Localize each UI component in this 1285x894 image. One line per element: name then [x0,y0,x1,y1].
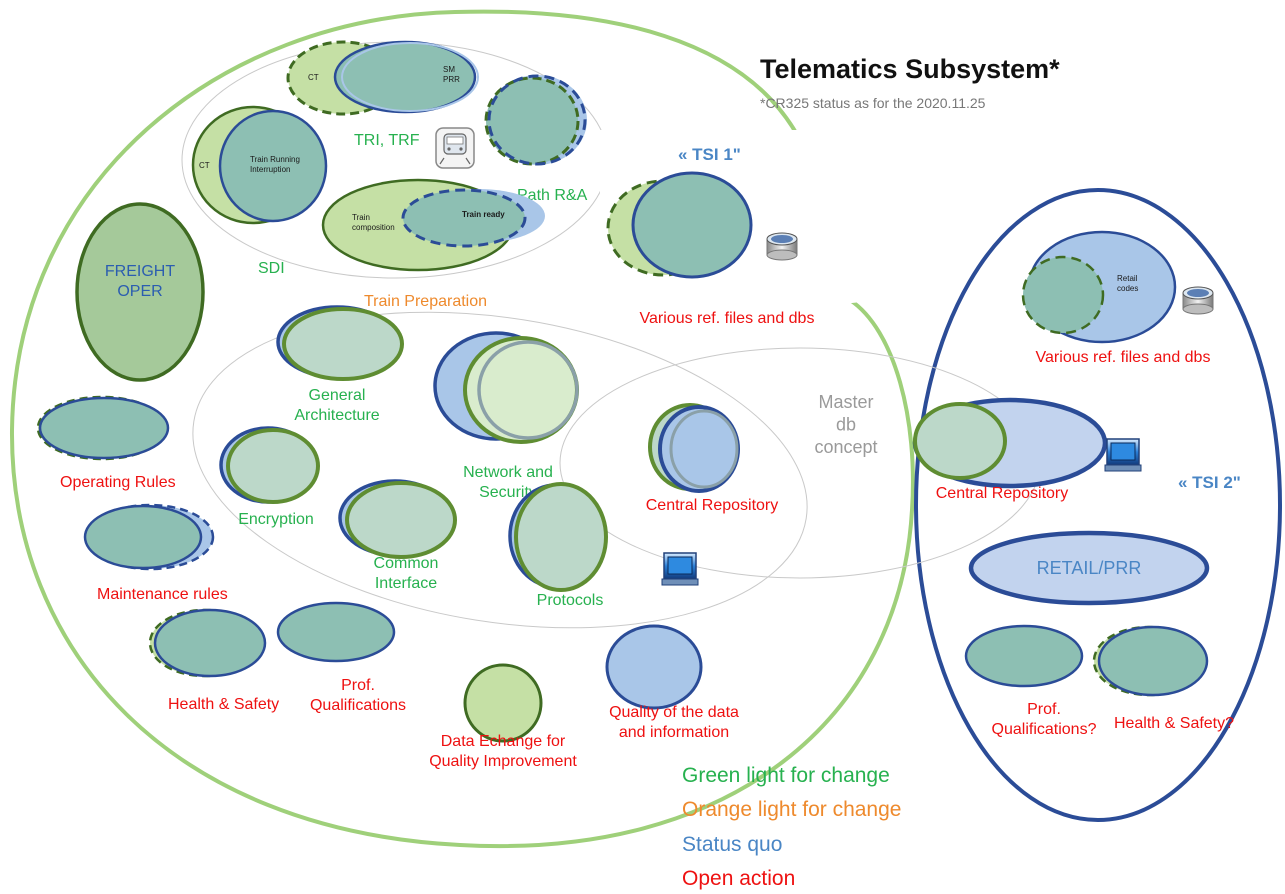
tsi2-prof-qualifications-label: Prof.Qualifications? [992,701,1097,738]
retail-codes-inner [1021,255,1105,335]
prof-qualifications-ellipse [276,601,396,663]
tsi1-label: « TSI 1" [678,145,741,164]
tsi2-health-safety-label: Health & Safety? [1114,715,1234,732]
ct1-label: CT [308,73,319,82]
tsi2-health-safety-ellipse [1097,625,1209,697]
maintenance-rules-ellipse [83,504,203,570]
tsi1-core-group [192,311,808,629]
path-ra-label: Path R&A [517,187,588,204]
train-running-ellipse [218,109,328,223]
database-icon [1182,286,1214,315]
health-safety-label: Health & Safety [168,696,279,713]
train-ready-ellipse [401,188,527,248]
train-ready-label: Train ready [462,210,505,219]
sm-prr-halo [341,42,479,112]
path-ra-ellipse [484,76,580,166]
ct2-label: CT [199,161,210,170]
freight-oper-ellipse [75,202,205,382]
tsi2-prof-qualifications-ellipse [964,624,1084,688]
operating-rules-label: Operating Rules [60,474,176,491]
operating-rules-core [38,396,170,460]
health-safety-ellipse [153,608,267,678]
tsi2-central-repository-inner [913,402,1007,480]
prof-qualifications-label: Prof.Qualifications [310,677,406,714]
page-subtitle: *CR325 status as for the 2020.11.25 [760,95,986,111]
data-exchange-ellipse [463,663,543,743]
tsi2-container [914,188,1282,822]
tsi1-container [9,9,915,849]
tsi1-various-ref-label: Various ref. files and dbs [640,310,815,327]
train-icon [435,127,475,169]
computer-icon [1104,438,1142,472]
page-title: Telematics Subsystem* [760,54,1060,84]
protocols-label: Protocols [537,592,604,609]
central-repository-label: Central Repository [646,497,779,514]
sdi-label: SDI [258,260,285,277]
network-security-ring [477,340,579,440]
tsi2-label: « TSI 2" [1178,473,1241,492]
general-architecture-ellipse [282,307,404,381]
legend-item-open-action: Open action [682,867,795,890]
quality-data-ellipse [605,624,703,710]
protocols-ellipse [514,482,608,592]
legend-item-orange: Orange light for change [682,798,901,821]
computer-icon [661,552,699,586]
tsi1-various-ref-ellipse [631,171,753,279]
path-ra-ring [487,74,587,166]
legend-item-status-quo: Status quo [682,833,782,856]
retail-prr-ellipse [968,530,1210,606]
encryption-ellipse [226,428,320,504]
maintenance-rules-label: Maintenance rules [97,586,228,603]
sm-prr-ellipse [333,40,477,114]
legend-item-green: Green light for change [682,764,890,787]
common-interface-ellipse [345,481,457,559]
tsi2-central-repository-label: Central Repository [936,485,1069,502]
tsi2-various-ref-label: Various ref. files and dbs [1036,349,1211,366]
train-preparation-label: Train Preparation [364,293,487,310]
central-repository-ring [669,409,739,489]
tri-trf-label: TRI, TRF [354,132,420,149]
legend: Green light for change Orange light for … [682,764,901,890]
database-icon [766,232,798,261]
retail-prr-label: RETAIL/PRR [1037,558,1142,578]
encryption-label: Encryption [238,511,314,528]
